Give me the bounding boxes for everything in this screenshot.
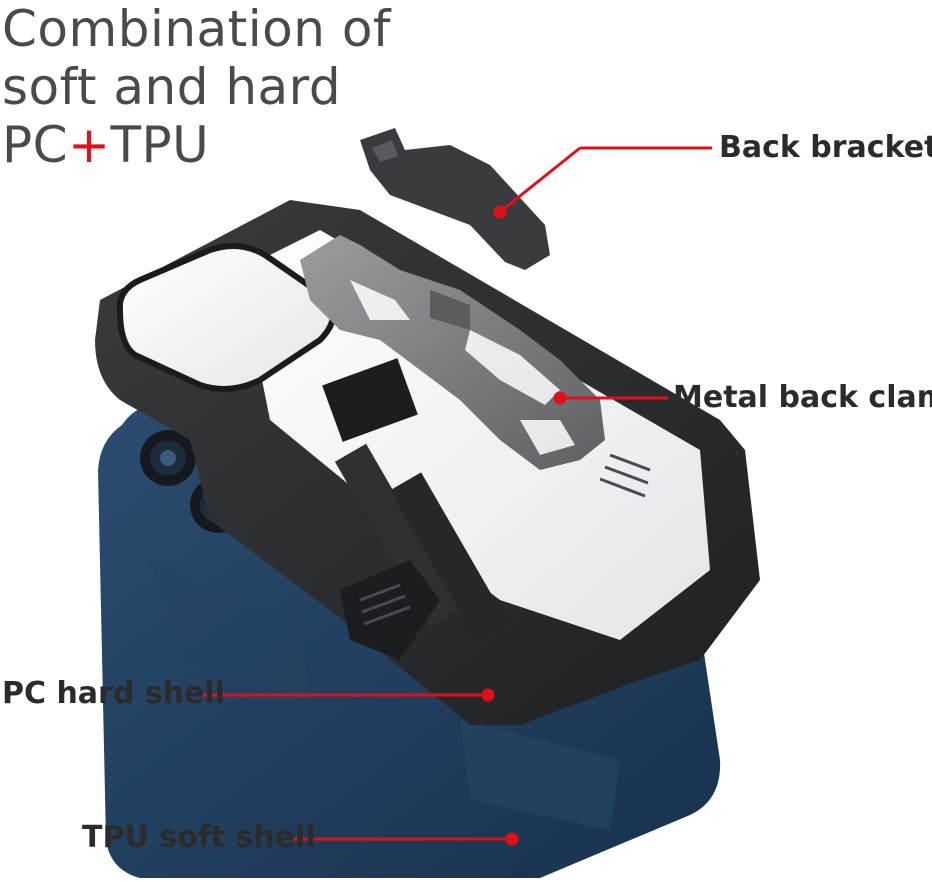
camera-lens-icon	[140, 430, 196, 486]
headline-tpu: TPU	[110, 116, 210, 174]
callout-metal-back-clamp: Metal back clamp	[673, 380, 932, 415]
metal-back-clamp	[300, 235, 605, 470]
headline-line-3: PC+TPU	[2, 116, 391, 174]
callout-tpu-soft-shell: TPU soft shell	[82, 820, 316, 855]
callout-back-bracket: Back bracket	[719, 130, 932, 165]
headline-plus: +	[68, 116, 111, 174]
headline-line-1: Combination of	[2, 0, 392, 58]
headline: Combination of soft and hard PC+TPU	[2, 0, 391, 174]
headline-line-2: soft and hard	[2, 58, 342, 116]
callout-leader-lines	[196, 146, 712, 846]
back-bracket	[360, 128, 550, 270]
headline-pc: PC	[2, 116, 69, 174]
callout-pc-hard-shell: PC hard shell	[2, 676, 225, 711]
